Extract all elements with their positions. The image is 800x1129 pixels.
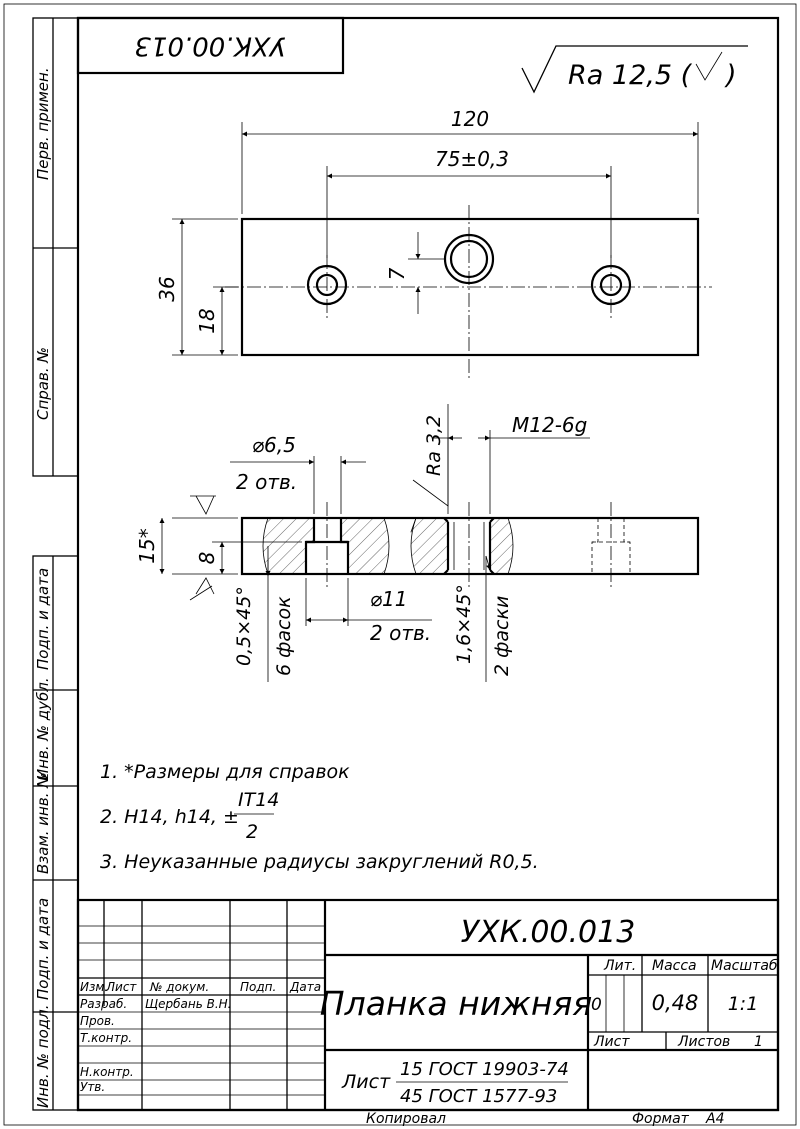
lit-label: Лит.	[603, 958, 636, 974]
dim-cbore-dia: ⌀11	[370, 587, 408, 611]
row-nkontr: Н.контр.	[80, 1065, 134, 1079]
plan-view	[225, 205, 712, 380]
rotated-code-box: УХК.00.013	[76, 16, 345, 75]
dim-height-36: 36	[155, 276, 179, 301]
header-izm: Изм.	[80, 980, 108, 994]
header-date: Дата	[289, 980, 321, 994]
format-label: Формат	[632, 1111, 690, 1127]
dim-half-18: 18	[195, 308, 219, 333]
note-1: 1. *Размеры для справок	[100, 761, 350, 783]
title-block-code: УХК.00.013	[461, 915, 636, 950]
dim-thread: M12-6g	[512, 413, 587, 437]
dim-chamfer-large-count: 2 фаски	[491, 596, 513, 676]
side-label-inv-podl: Инв. № подл.	[34, 1005, 52, 1108]
dim-offset-7: 7	[385, 267, 409, 280]
dim-cbore-count: 2 отв.	[370, 621, 431, 645]
material-prefix: Лист	[341, 1071, 391, 1093]
note-2-numerator: IT14	[238, 789, 279, 811]
row-utv: Утв.	[80, 1080, 105, 1094]
dim-chamfer-large: 1,6×45°	[453, 584, 475, 664]
mass-label: Масса	[652, 958, 697, 974]
lit-value: 0	[591, 995, 602, 1015]
dim-small-dia-count: 2 отв.	[236, 470, 297, 494]
dim-thick-15: 15*	[135, 528, 159, 563]
row-razrab: Разраб.	[80, 997, 127, 1011]
side-label-podp-data-2: Подп. и дата	[34, 898, 52, 1000]
left-binding-strip-top	[32, 17, 79, 477]
local-roughness-text: Ra 3,2	[423, 415, 445, 476]
part-name: Планка нижняя	[320, 984, 592, 1023]
note-2: 2. H14, h14, ±	[100, 806, 239, 828]
mass-value: 0,48	[652, 991, 699, 1015]
dim-chamfer-small: 0,5×45°	[233, 586, 255, 666]
header-list: Лист	[105, 980, 137, 994]
plan-dimensions: 120 75±0,3 36 18 7	[155, 107, 699, 356]
technical-notes: 1. *Размеры для справок 2. H14, h14, ± I…	[100, 761, 539, 873]
sheet-footer: Копировал Формат А4	[366, 1111, 724, 1127]
note-3: 3. Неуказанные радиусы закруглений R0,5.	[100, 851, 539, 873]
material-bottom: 45 ГОСТ 1577-93	[400, 1086, 557, 1107]
sheets-value: 1	[754, 1034, 763, 1050]
copied-label: Копировал	[366, 1111, 446, 1127]
side-label-podp-data-1: Подп. и дата	[34, 568, 52, 670]
roughness-mark-top-icon	[195, 495, 215, 515]
side-label-inv-dubl: Инв. № дубл.	[34, 677, 52, 780]
note-2-denominator: 2	[246, 821, 258, 843]
general-roughness: Ra 12,5 ( )	[521, 45, 748, 94]
dim-small-dia: ⌀6,5	[252, 433, 296, 457]
side-label-vzam-inv: Взам. инв. №	[34, 772, 52, 874]
dim-overall-length: 120	[451, 107, 489, 131]
side-labels: Перв. примен. Справ. № Подп. и дата Инв.…	[34, 67, 52, 1108]
side-label-perv-primen: Перв. примен.	[34, 67, 52, 180]
header-sign: Подп.	[240, 980, 276, 994]
scale-label: Масштаб	[711, 958, 778, 974]
dim-chamfer-small-count: 6 фасок	[273, 596, 295, 676]
row-prov: Пров.	[80, 1014, 115, 1028]
rotated-code-text: УХК.00.013	[134, 31, 285, 61]
scale-value: 1:1	[728, 993, 759, 1015]
side-label-sprav-no: Справ. №	[34, 347, 52, 420]
dim-hole-spacing: 75±0,3	[435, 147, 509, 171]
format-value: А4	[705, 1111, 724, 1127]
sheets-label: Листов	[677, 1034, 730, 1050]
dim-depth-8: 8	[195, 552, 219, 565]
header-doc: № докум.	[149, 980, 209, 994]
row-razrab-name: Щербань В.Н.	[145, 997, 232, 1011]
row-tkontr: Т.контр.	[80, 1031, 132, 1045]
section-view	[240, 502, 700, 590]
sheet-frame	[3, 3, 797, 1126]
general-roughness-close: )	[724, 60, 737, 91]
section-dimensions: ⌀6,5 2 отв. M12-6g Ra 3,2 15* 8 ⌀11 2 от…	[135, 404, 590, 682]
title-block: УХК.00.013 Планка нижняя Изм. Лист № док…	[76, 898, 780, 1112]
left-binding-strip-bottom	[32, 555, 79, 1111]
roughness-check-icon	[695, 51, 723, 81]
material-top: 15 ГОСТ 19903-74	[400, 1059, 569, 1080]
general-roughness-text: Ra 12,5 (	[568, 60, 693, 91]
roughness-mark-bottom-icon	[195, 577, 215, 595]
sheet-label: Лист	[593, 1034, 630, 1050]
